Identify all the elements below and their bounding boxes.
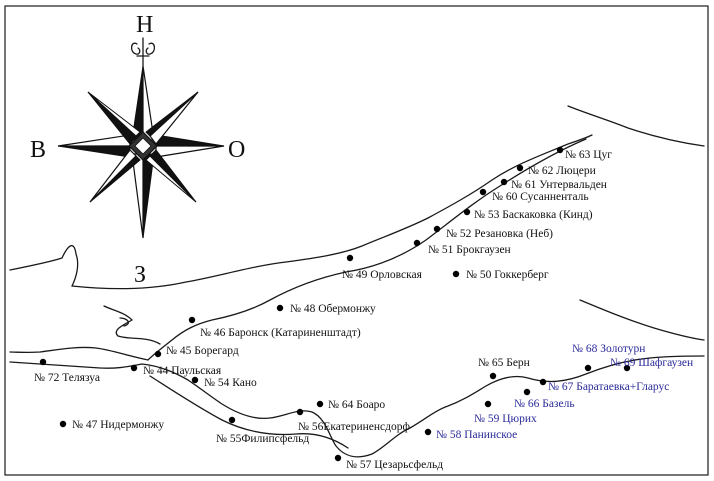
compass-arm-east-light [155,145,225,158]
label-55: № 55Филипсфельд [216,433,309,445]
label-65: № 65 Берн [478,357,530,369]
label-68: № 68 Золотурн [572,343,645,355]
marker-56 [296,408,304,416]
compass-arm-nw [87,91,137,145]
marker-44 [130,364,138,372]
compass-arm-east [155,134,225,147]
label-61: № 61 Унтервальден [511,179,607,191]
label-62: № 62 Люцери [528,165,596,177]
compass-arm-ne [149,91,199,145]
right-lower-boundary [579,299,705,341]
label-64: № 64 Боаро [328,399,385,411]
label-58: № 58 Панинское [436,429,517,441]
label-47: № 47 Нидермонжу [72,419,164,431]
compass-arm-nw-light [87,91,141,137]
marker-54 [191,376,199,384]
main-river-line [9,138,587,361]
label-59: № 59 Цюрих [474,413,537,425]
marker-57 [334,454,342,462]
marker-63 [556,146,564,154]
label-67: № 67 Баратаевка+Гларус [548,381,669,393]
compass-rose: Н В О З [30,12,245,288]
branch-line-left [103,305,161,345]
compass-arm-west [57,134,131,147]
marker-69 [623,364,631,372]
fleur-de-lis-icon [130,37,156,67]
marker-52 [433,225,441,233]
label-63: № 63 Цуг [565,149,612,161]
marker-51 [413,239,421,247]
compass-arm-se [149,149,197,203]
marker-68 [584,364,592,372]
label-56: № 56Екатериненсдорф [298,421,410,433]
map-frame [4,5,709,476]
compass-arm-ne-dark [145,91,199,137]
compass-arm-south-light [131,153,144,239]
label-72: № 72 Телязуа [34,372,100,384]
settlement-markers [39,146,631,462]
compass-south-label: З [134,262,146,288]
bottom-river-line [149,375,349,449]
compass-north-label: Н [136,12,153,38]
marker-47 [59,420,67,428]
compass-arm-west-dark [57,145,131,158]
right-boundary-line [567,105,705,147]
marker-49 [346,254,354,262]
marker-72 [39,358,47,366]
marker-58 [424,428,432,436]
marker-60 [479,188,487,196]
label-46: № 46 Баронск (Катариненштадт) [200,327,361,339]
label-50: № 50 Гоккерберг [466,269,549,281]
marker-53 [463,208,471,216]
label-54: № 54 Кано [204,377,257,389]
map-lines [9,105,705,458]
label-48: № 48 Обермонжу [290,303,376,315]
compass-arm-south [142,153,155,239]
label-52: № 52 Резановка (Неб) [446,228,553,240]
marker-64 [316,400,324,408]
label-49: № 49 Орловская [342,269,423,281]
marker-45 [154,350,162,358]
label-44: № 44 Паульская [143,365,222,377]
compass-arm-se-light [145,155,197,203]
compass-center-inner [134,137,152,155]
marker-46 [188,316,196,324]
lower-river-line [9,355,705,458]
label-51: № 51 Брокгаузен [428,244,511,256]
upper-river-line [71,134,593,290]
marker-59 [484,400,492,408]
branch-line-inner [119,317,129,327]
label-53: № 53 Баскаковка (Кинд) [474,209,593,221]
marker-62 [516,164,524,172]
marker-66 [523,388,531,396]
label-60: № 60 Сусанненталь [492,191,589,203]
label-57: № 57 Цезарьсфельд [346,459,443,471]
label-45: № 45 Борегард [166,345,239,357]
marker-48 [276,304,284,312]
left-boundary-line [9,245,79,287]
compass-east-label: О [228,137,245,163]
label-69: № 69 Шафгаузен [610,357,693,369]
marker-61 [500,178,508,186]
marker-67 [539,378,547,386]
settlement-labels: № 63 Цуг № 62 Люцери № 61 Унтервальден №… [34,149,693,471]
compass-west-label: В [30,137,46,163]
compass-arm-sw [89,149,137,203]
marker-65 [489,372,497,380]
marker-50 [452,270,460,278]
marker-55 [228,416,236,424]
label-66: № 66 Базель [514,398,575,410]
compass-arm-sw-dark [89,155,141,203]
